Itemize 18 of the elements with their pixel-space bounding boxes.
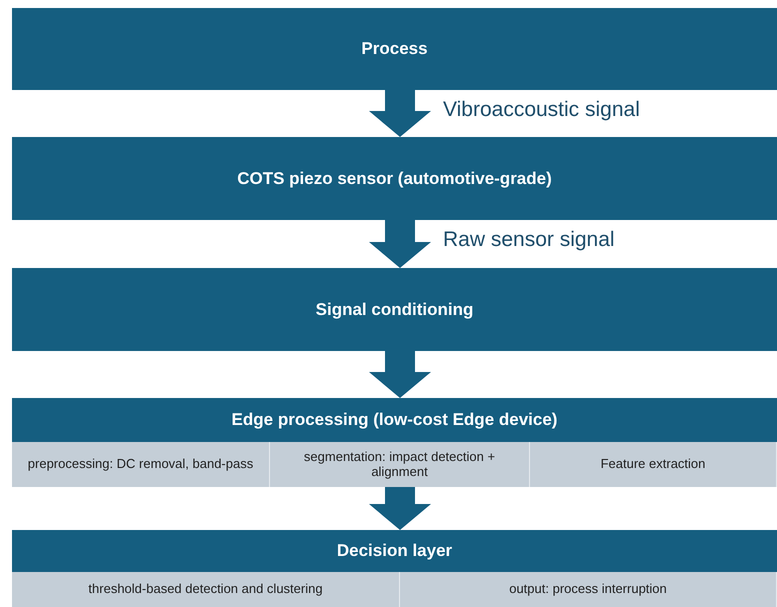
block-arrow — [369, 351, 431, 398]
layer-heading: Decision layer — [336, 540, 454, 562]
edge-label: Raw sensor signal — [443, 228, 615, 252]
block-arrow — [369, 220, 431, 268]
layer-heading: Edge processing (low-cost Edge device) — [230, 409, 558, 431]
block-arrow — [369, 90, 431, 137]
step-cell: Feature extraction — [530, 442, 777, 487]
step-cell: output: process interruption — [400, 572, 777, 607]
stage-bar: Process — [12, 8, 777, 90]
step-cell: segmentation: impact detection + alignment — [270, 442, 530, 487]
layer-panel — [12, 530, 777, 607]
step-cell: threshold-based detection and clustering — [12, 572, 400, 607]
block-arrow — [369, 487, 431, 530]
stage-bar: COTS piezo sensor (automotive-grade) — [12, 137, 777, 220]
layer-panel — [12, 398, 777, 487]
stage-bar: Signal conditioning — [12, 268, 777, 351]
step-cell: preprocessing: DC removal, band-pass — [12, 442, 270, 487]
edge-label: Vibroaccoustic signal — [443, 98, 640, 122]
